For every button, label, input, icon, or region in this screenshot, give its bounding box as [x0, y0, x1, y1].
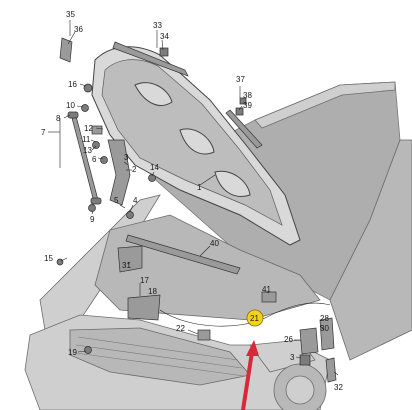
release-cable — [159, 302, 331, 327]
callout-5: 5 — [114, 196, 119, 205]
strut-end-bottom — [90, 197, 102, 205]
callout-1: 1 — [197, 183, 202, 192]
wheel-hub — [285, 375, 315, 405]
hood-cutout-3 — [214, 170, 251, 197]
clip-12 — [91, 125, 103, 135]
callout-32: 32 — [334, 383, 343, 392]
callout-33: 33 — [153, 21, 162, 30]
callout-13: 13 — [83, 146, 92, 155]
leader-lines — [48, 20, 339, 376]
callout-30: 30 — [320, 324, 329, 333]
callout-21: 21 — [250, 314, 259, 323]
latch-17 — [127, 294, 161, 321]
callout-3: 3 — [124, 153, 129, 162]
callout-9: 9 — [90, 215, 95, 224]
callout-39: 39 — [243, 101, 252, 110]
latch-31 — [117, 245, 143, 273]
callout-26: 26 — [284, 335, 293, 344]
screw-19 — [84, 346, 92, 354]
callout-41: 41 — [262, 285, 271, 294]
cable-guide-41 — [261, 291, 277, 303]
latch-and-cable — [56, 245, 337, 383]
grille-slats — [75, 336, 245, 377]
buffer-14 — [148, 174, 156, 182]
callout-labels: 35 36 33 34 16 10 8 7 12 11 13 6 3 2 14 … — [41, 10, 343, 392]
nut-13 — [92, 141, 100, 149]
strut-end-top — [67, 111, 79, 119]
callout-37: 37 — [236, 75, 245, 84]
hood-hinge — [107, 139, 131, 206]
callout-14: 14 — [150, 163, 159, 172]
callout-40: 40 — [210, 239, 219, 248]
callout-6: 6 — [92, 155, 97, 164]
callout-4: 4 — [133, 196, 138, 205]
callout-7: 7 — [41, 128, 46, 137]
callout-8: 8 — [56, 114, 61, 123]
callout-12: 12 — [84, 124, 93, 133]
screw-3b — [299, 354, 311, 366]
washer-6 — [100, 156, 108, 164]
seal-strip-33 — [112, 41, 189, 77]
callout-35: 35 — [66, 10, 75, 19]
a-pillar-right — [254, 81, 396, 129]
car-body — [24, 81, 412, 410]
callout-28: 28 — [320, 314, 329, 323]
bolt-9 — [88, 204, 96, 212]
clip-15 — [56, 258, 64, 266]
callout-38: 38 — [243, 91, 252, 100]
red-arrow — [241, 340, 259, 410]
callout-17: 17 — [140, 276, 149, 285]
seal-strips — [112, 41, 263, 275]
callout-10: 10 — [66, 101, 75, 110]
nut-10 — [81, 104, 89, 112]
callout-36: 36 — [74, 25, 83, 34]
callout-22: 22 — [176, 324, 185, 333]
bolt-16 — [83, 83, 93, 93]
clip-34 — [159, 47, 169, 57]
release-handle-26 — [299, 327, 319, 355]
callout-19: 19 — [68, 348, 77, 357]
callout-18: 18 — [148, 287, 157, 296]
callout-11: 11 — [82, 135, 91, 144]
clip-39 — [235, 107, 244, 116]
seal-strip-40 — [125, 234, 241, 275]
callout-16: 16 — [68, 80, 77, 89]
callout-34: 34 — [160, 32, 169, 41]
callout-2: 2 — [132, 165, 137, 174]
clip-36 — [59, 37, 73, 63]
seal-strip-37 — [225, 109, 263, 149]
clip-22 — [197, 329, 211, 341]
right-top-parts — [159, 47, 247, 116]
side-panel-right — [329, 139, 412, 361]
hood-cutout-1 — [134, 82, 173, 106]
cable-end-32 — [325, 357, 337, 383]
callout-3b: 3 — [290, 353, 295, 362]
left-parts — [59, 37, 156, 219]
clip-38 — [239, 97, 247, 105]
callout-31: 31 — [122, 261, 131, 270]
highlight-badge — [246, 309, 264, 327]
hood-cutout-2 — [179, 128, 215, 155]
bracket-28 — [319, 317, 335, 351]
callout-15: 15 — [44, 254, 53, 263]
hood — [91, 46, 301, 246]
bolt-4 — [126, 211, 134, 219]
